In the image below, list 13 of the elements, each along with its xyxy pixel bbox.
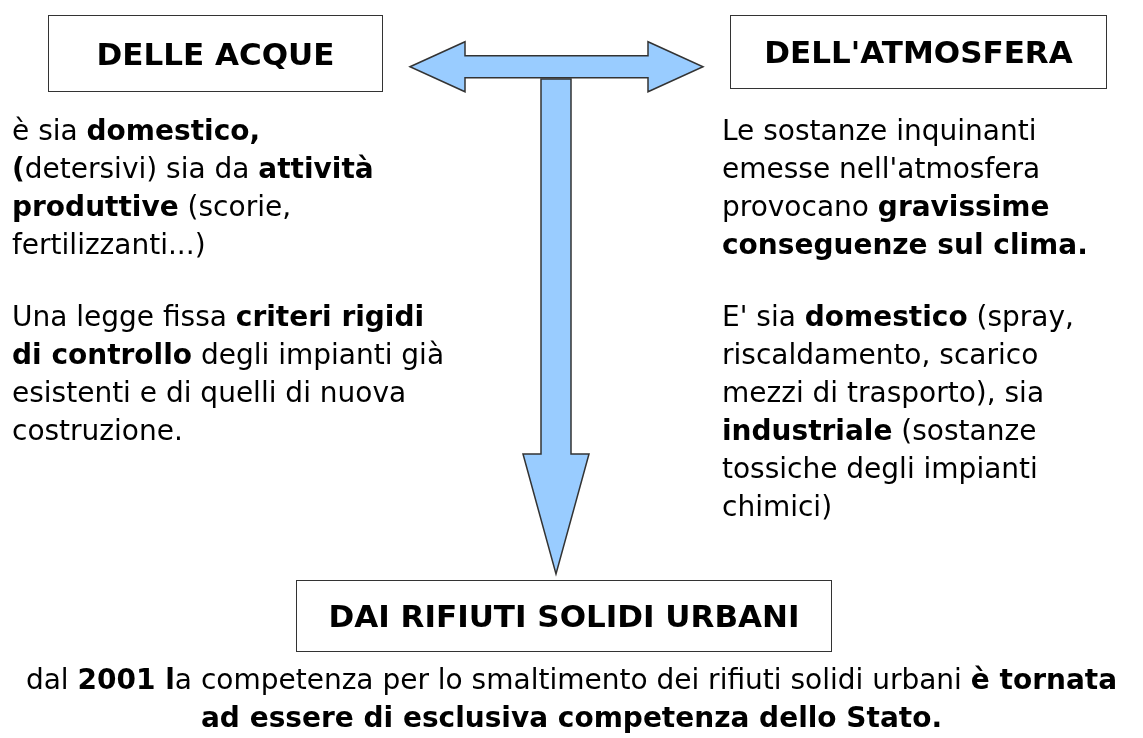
box-title: DELL'ATMOSFERA [764,34,1073,70]
block-arrow [408,40,705,93]
paragraph: Le sostanze inquinanti emesse nell'atmosfera provocano gravissime conseguenze sul clima. [722,113,1089,263]
box-title: DELLE ACQUE [96,35,335,72]
block-arrow [522,78,590,577]
box-title: DAI RIFIUTI SOLIDI URBANI [328,598,800,634]
title-box [48,15,383,92]
paragraph: è sia domestico, (detersivi) sia da attività produttive (scorie, fertilizzanti...) [12,113,375,263]
paragraph: Una legge fissa criteri rigidi di controllo degli impianti già esistenti e di quelli di nuova costruzione. [12,299,446,449]
title-box [296,580,832,652]
paragraph: E' sia domestico (spray, riscaldamento, scarico mezzi di trasporto), sia industriale (sostanze tossiche degli impianti chimici) [722,299,1075,525]
title-box [730,15,1107,89]
paragraph: dal 2001 la competenza per lo smaltimento dei rifiuti solidi urbani è tornata ad essere di esclusiva competenza dello Stato. [24,662,1119,736]
